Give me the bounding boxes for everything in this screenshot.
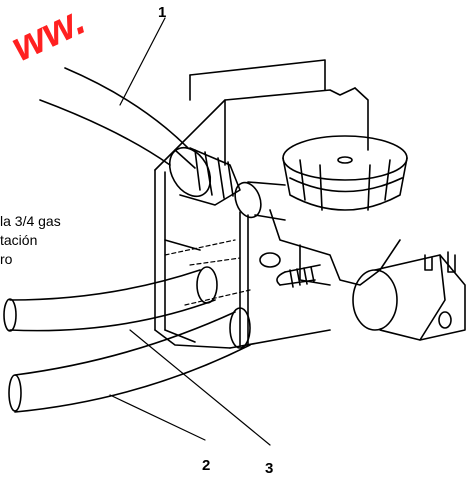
callout-2: 2	[202, 457, 211, 474]
hose-2	[8, 307, 251, 413]
valve-body	[259, 209, 401, 288]
leader-line-3	[129, 329, 271, 446]
leader-line-2	[109, 394, 206, 441]
mounting-bracket	[154, 59, 369, 349]
watermark-text: ww.	[4, 0, 92, 70]
callout-1: 1	[158, 4, 167, 21]
note-line-2: tación	[0, 232, 38, 248]
inlet-nut-fitting	[168, 146, 286, 221]
valve-cap	[282, 135, 408, 211]
note-line-1: la 3/4 gas	[0, 213, 61, 229]
leader-lines	[109, 17, 271, 446]
note-line-3: ro	[0, 251, 13, 267]
hose-3	[3, 266, 218, 332]
section-lines	[164, 239, 251, 306]
hose-1	[39, 67, 196, 169]
leader-line-1	[119, 17, 166, 106]
solenoid-coil	[352, 251, 466, 341]
callout-3: 3	[265, 460, 274, 477]
note-text: la 3/4 gas tación ro	[0, 212, 61, 269]
